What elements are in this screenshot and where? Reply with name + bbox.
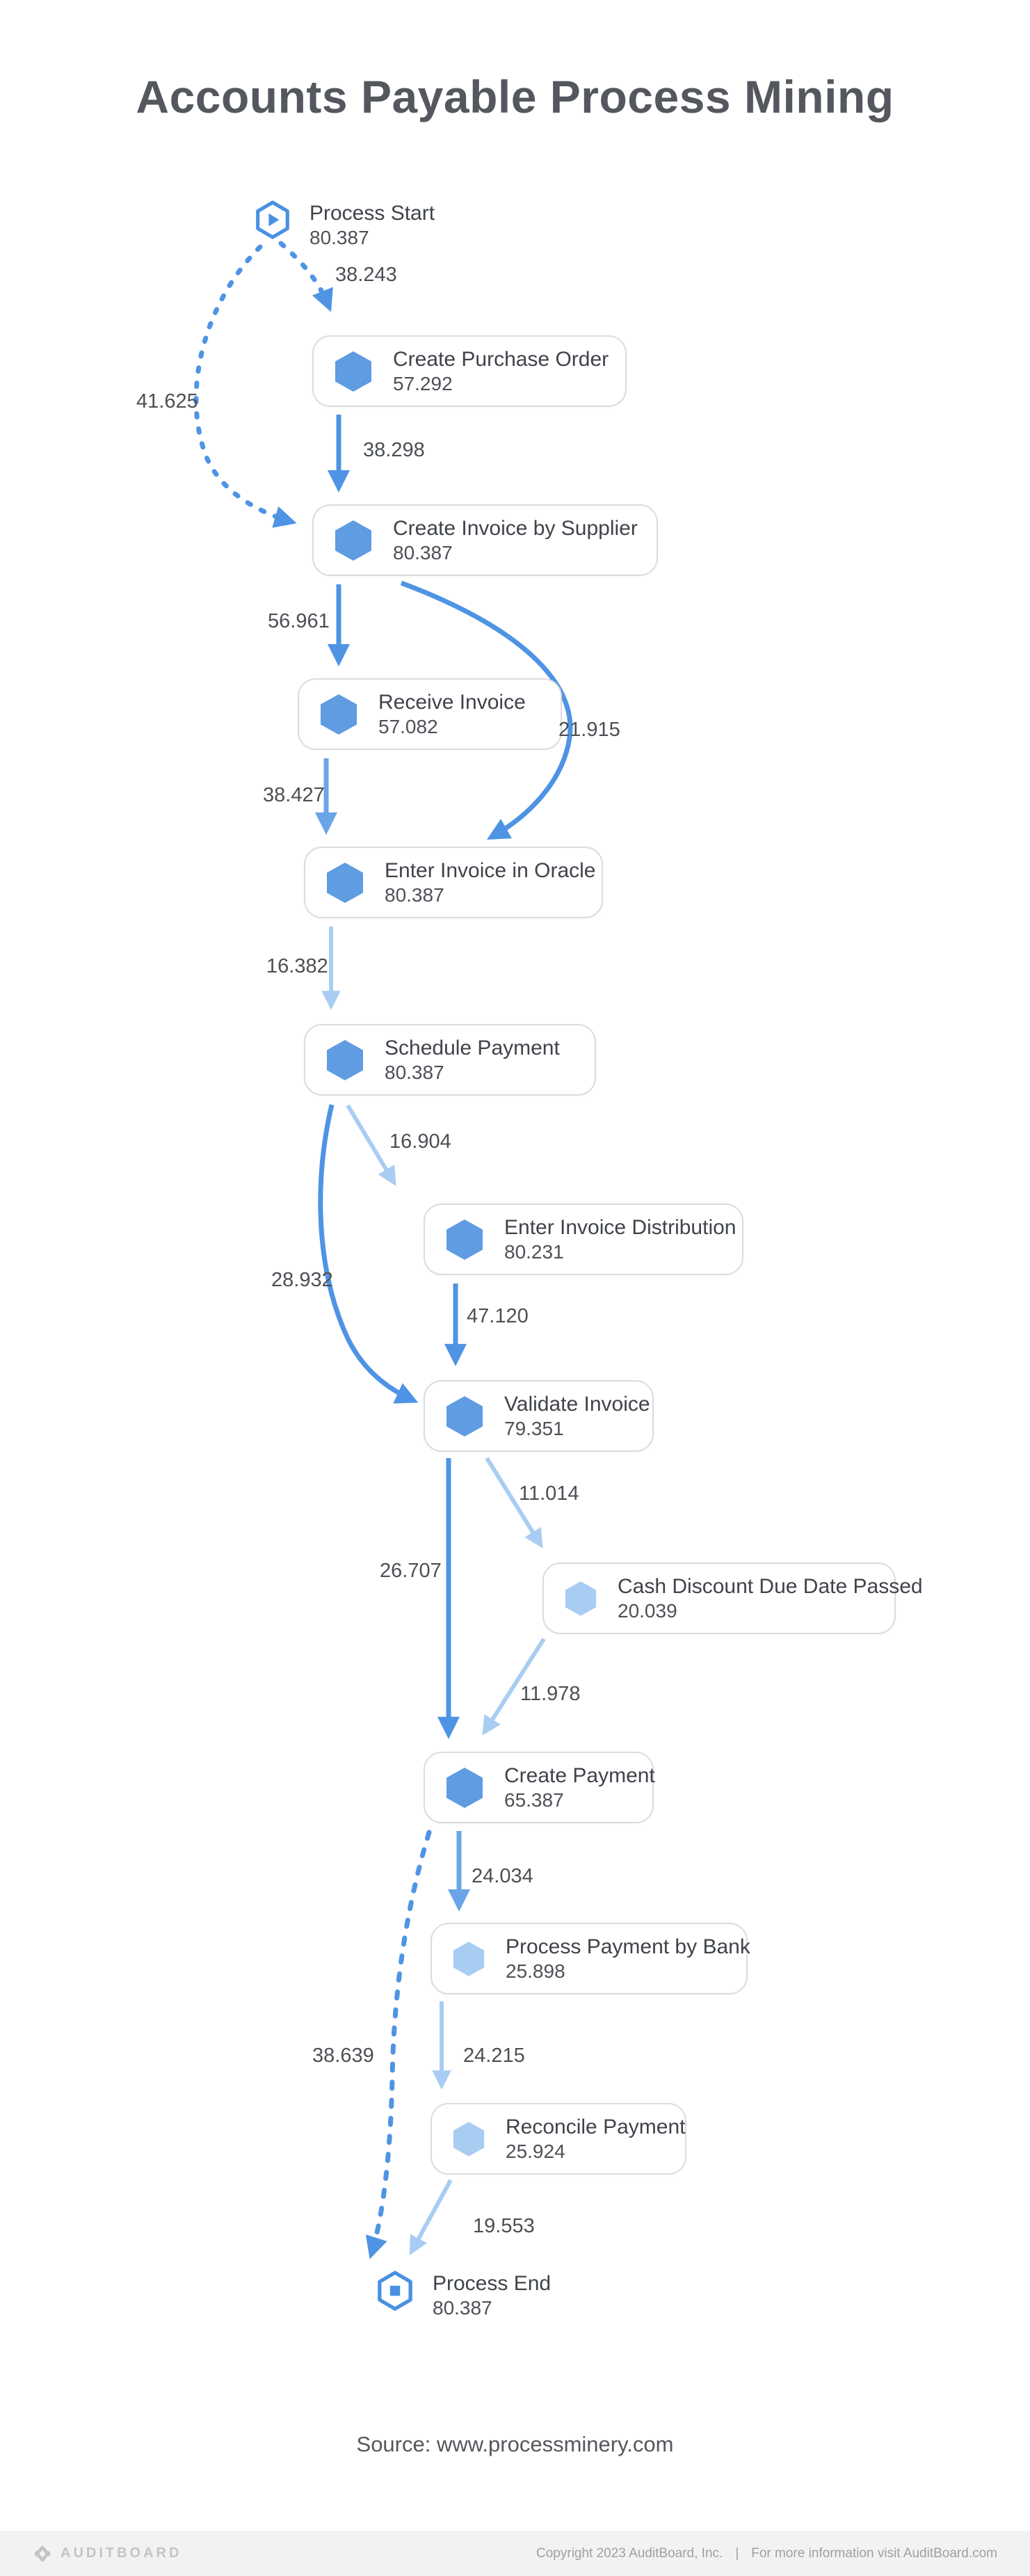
node-value: 80.387 [309, 227, 369, 248]
node-label: Receive Invoice [378, 691, 526, 714]
edge-start-to-create-purchase-order [278, 241, 333, 312]
hexagon-icon [446, 1767, 483, 1808]
node-value: 57.082 [378, 716, 438, 737]
hexagon-icon [321, 694, 357, 735]
edge-schedule-payment-to-validate-invoice [318, 1104, 419, 1404]
node-label: Create Purchase Order [393, 348, 609, 371]
node-value: 20.039 [618, 1600, 677, 1622]
node-reconcile-payment: Reconcile Payment 25.924 [430, 2103, 686, 2175]
node-label: Cash Discount Due Date Passed [618, 1575, 923, 1598]
hexagon-icon [453, 2121, 485, 2157]
node-value: 65.387 [504, 1789, 564, 1811]
node-label: Enter Invoice in Oracle [385, 859, 596, 882]
node-create-invoice-by-supplier: Create Invoice by Supplier 80.387 [312, 504, 658, 576]
node-process-start: Process Start 80.387 [255, 200, 435, 250]
footer: AUDITBOARD Copyright 2023 AuditBoard, In… [0, 2531, 1030, 2576]
hexagon-icon [446, 1395, 483, 1437]
auditboard-logo: AUDITBOARD [33, 2544, 182, 2563]
footer-legal: Copyright 2023 AuditBoard, Inc. | For mo… [536, 2546, 997, 2561]
source-credit: Source: www.processminery.com [356, 2432, 674, 2456]
edge-label-vi-to-cp: 26.707 [380, 1560, 442, 1582]
node-label: Create Invoice by Supplier [393, 517, 638, 540]
node-create-payment: Create Payment 65.387 [424, 1752, 655, 1823]
auditboard-mark-icon [34, 2545, 51, 2561]
edge-schedule-payment-to-enter-invoice-distribution [346, 1104, 396, 1186]
node-label: Process Payment by Bank [506, 1935, 750, 1958]
stop-hexagon-icon [378, 2271, 412, 2311]
node-validate-invoice: Validate Invoice 79.351 [424, 1380, 654, 1452]
hexagon-icon [327, 1039, 363, 1080]
edge-label-ppb-to-rp: 24.215 [463, 2045, 525, 2067]
hexagon-icon [565, 1581, 597, 1616]
node-label: Reconcile Payment [506, 2115, 686, 2138]
edge-label-cddp-to-cp: 11.978 [520, 1683, 581, 1705]
node-label: Create Payment [504, 1764, 655, 1787]
edge-label-rp-to-end: 19.553 [473, 2215, 535, 2237]
node-cash-discount-due-date-passed: Cash Discount Due Date Passed 20.039 [542, 1562, 923, 1634]
edge-create-payment-to-process-end [365, 1830, 432, 2259]
edge-validate-invoice-to-cash-discount-due-date-passed [485, 1457, 543, 1549]
auditboard-wordmark: AUDITBOARD [61, 2545, 182, 2561]
play-hexagon-icon [256, 200, 289, 239]
node-value: 25.924 [506, 2141, 565, 2162]
node-value: 80.387 [385, 884, 444, 906]
hexagon-icon [335, 520, 371, 561]
node-label: Process Start [309, 202, 435, 225]
edge-start-to-create-invoice-by-supplier [193, 244, 297, 528]
edge-label-sp-to-eid: 16.904 [389, 1130, 451, 1153]
hexagon-icon [446, 1219, 483, 1260]
edge-label-eio-to-sp: 16.382 [266, 955, 328, 977]
node-receive-invoice: Receive Invoice 57.082 [298, 678, 562, 750]
hexagon-icon [453, 1941, 485, 1976]
edge-reconcile-payment-to-process-end [409, 2179, 453, 2256]
edge-create-invoice-by-supplier-to-enter-invoice-in-oracle [400, 580, 573, 840]
node-value: 25.898 [506, 1960, 565, 1982]
edge-label-cis-to-ri: 56.961 [268, 610, 330, 632]
edge-label-cp-to-ppb: 24.034 [472, 1865, 533, 1887]
footer-info: For more information visit AuditBoard.co… [751, 2545, 997, 2561]
node-enter-invoice-in-oracle: Enter Invoice in Oracle 80.387 [304, 847, 603, 918]
edge-cash-discount-due-date-passed-to-create-payment [482, 1638, 546, 1736]
footer-separator: | [735, 2545, 739, 2561]
hexagon-icon [327, 862, 363, 903]
footer-copyright: Copyright 2023 AuditBoard, Inc. [536, 2545, 723, 2561]
node-value: 79.351 [504, 1418, 564, 1439]
edge-label-cp-to-end: 38.639 [312, 2045, 374, 2067]
edge-label-cpo-to-cis: 38.298 [363, 439, 425, 461]
node-label: Process End [433, 2272, 552, 2295]
node-label: Validate Invoice [504, 1393, 650, 1416]
node-value: 80.387 [385, 1062, 444, 1083]
node-value: 80.387 [393, 542, 453, 563]
node-value: 57.292 [393, 373, 453, 394]
edge-label-cis-to-eio: 21.915 [558, 719, 620, 741]
edge-label-ri-to-eio: 38.427 [263, 784, 325, 806]
node-process-end: Process End 80.387 [377, 2271, 551, 2320]
edge-label-start-to-cpo: 38.243 [335, 264, 397, 286]
hexagon-icon [335, 351, 371, 392]
node-enter-invoice-distribution: Enter Invoice Distribution 80.231 [424, 1203, 743, 1275]
node-label: Schedule Payment [385, 1037, 560, 1059]
node-schedule-payment: Schedule Payment 80.387 [304, 1024, 596, 1096]
node-value: 80.387 [433, 2297, 492, 2319]
page-title: Accounts Payable Process Mining [136, 71, 894, 122]
node-process-payment-by-bank: Process Payment by Bank 25.898 [430, 1923, 750, 1994]
node-value: 80.231 [504, 1241, 564, 1263]
node-label: Enter Invoice Distribution [504, 1216, 737, 1239]
edge-label-eid-to-vi: 47.120 [467, 1305, 529, 1327]
edge-label-sp-to-vi: 28.932 [271, 1269, 333, 1291]
edge-label-vi-to-cddp: 11.014 [519, 1482, 579, 1505]
node-create-purchase-order: Create Purchase Order 57.292 [312, 335, 627, 407]
edge-label-start-to-cis: 41.625 [136, 390, 198, 413]
